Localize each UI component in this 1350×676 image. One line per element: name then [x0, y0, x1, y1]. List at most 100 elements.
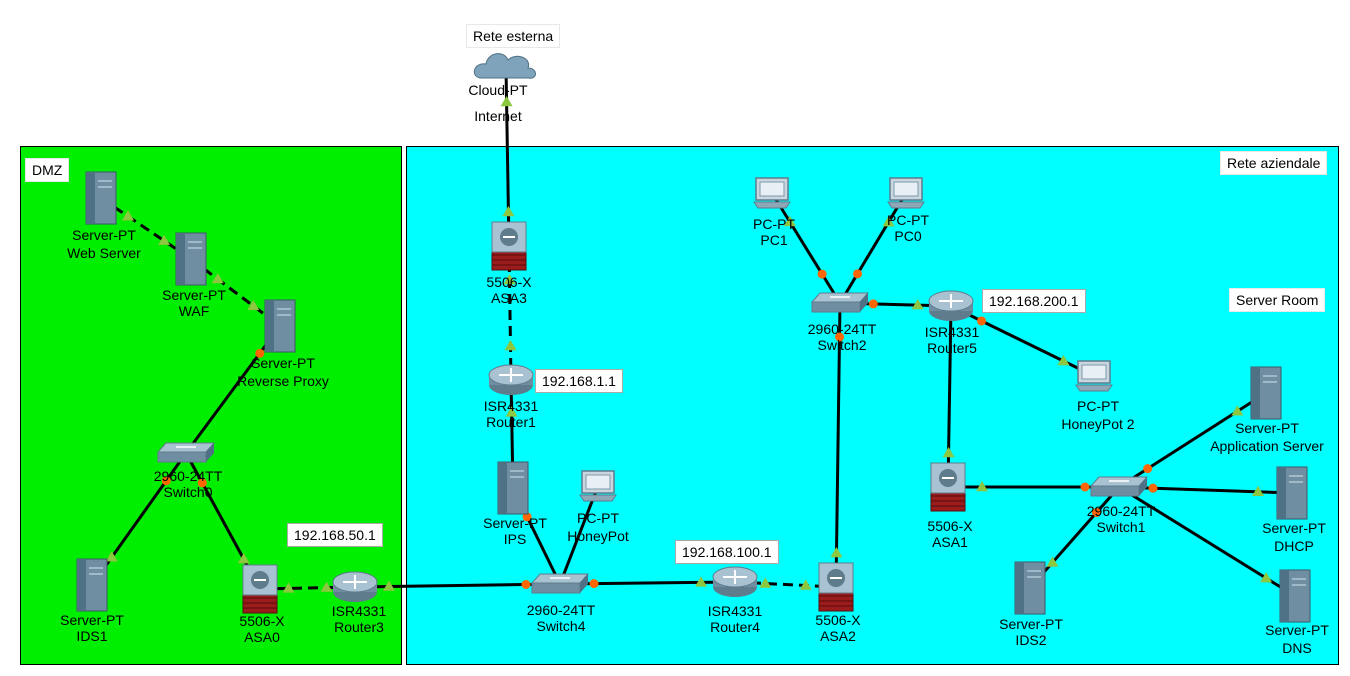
pc-icon — [753, 177, 791, 209]
cable-switch0-ids1 — [90, 452, 188, 586]
link-light-asa2-switch2-b — [835, 332, 845, 342]
cable-asa2-switch2 — [834, 302, 842, 588]
link-light-switch4-router4-a — [589, 579, 599, 589]
server-icon — [175, 232, 207, 286]
router1-ip-label[interactable]: 192.168.1.1 — [535, 369, 623, 393]
device-model: Server-PT — [60, 612, 124, 628]
link-light-router1-ips-a — [505, 406, 518, 417]
link-light-waf-proxy-b — [247, 299, 260, 311]
link-light-switch1-appserver-a — [1143, 464, 1153, 474]
server-icon — [1250, 366, 1282, 420]
switch-icon — [810, 292, 870, 313]
dmz-zone-label[interactable]: DMZ — [25, 158, 70, 182]
router-icon — [332, 571, 378, 602]
cable-pc1-switch2 — [770, 192, 842, 304]
link-light-router5-honeypot2-b — [1057, 355, 1070, 366]
link-light-switch0-asa0-a — [197, 478, 207, 488]
device-model: Server-PT — [999, 616, 1063, 632]
device-name: HoneyPot 2 — [1061, 416, 1135, 432]
link-light-switch0-ids1-a — [161, 476, 171, 486]
device-model: 5506-X — [486, 274, 532, 290]
server-room-label[interactable]: Server Room — [1229, 288, 1326, 312]
device-model: 2960-24TT — [526, 602, 596, 618]
device-icons-layer — [76, 53, 1311, 623]
device-model: Server-PT — [251, 355, 315, 371]
device-model: 2960-24TT — [153, 468, 223, 484]
link-light-internet-asa3-b — [502, 206, 515, 217]
link-light-router4-asa2-b — [799, 579, 812, 590]
cable-switch4-router4 — [559, 580, 736, 586]
cable-router5-honeypot2 — [950, 304, 1095, 378]
link-light-router3-switch4-b — [521, 579, 531, 589]
device-name: PC1 — [760, 232, 788, 248]
server-icon — [85, 171, 117, 225]
device-name: WAF — [178, 303, 210, 319]
corporate-zone-label[interactable]: Rete aziendale — [1220, 151, 1328, 175]
firewall-icon — [930, 462, 966, 512]
link-light-switch4-router4-b — [695, 576, 708, 587]
cable-honeypot-switch4 — [558, 485, 600, 585]
device-label-internet[interactable]: Cloud-PT Internet — [468, 82, 527, 124]
link-light-ips-switch4-a — [522, 512, 532, 522]
device-name: Switch2 — [817, 337, 867, 353]
cable-switch1-appserver — [1118, 391, 1267, 489]
device-model: 5506-X — [815, 612, 861, 628]
device-name: Switch0 — [163, 484, 213, 500]
router4-ip-label[interactable]: 192.168.100.1 — [675, 540, 779, 564]
router-icon — [712, 566, 758, 597]
device-model: ISR4331 — [707, 603, 763, 619]
link-lights-layer — [105, 95, 1273, 593]
server-icon — [76, 558, 108, 612]
link-light-switch1-appserver-b — [1231, 405, 1244, 416]
link-light-switch1-dns-b — [1260, 572, 1273, 583]
external-network-label[interactable]: Rete esterna — [466, 24, 561, 48]
link-light-asa0-router3-b — [320, 581, 333, 592]
device-model: ISR4331 — [924, 324, 980, 340]
link-light-asa2-switch2-a — [830, 547, 843, 558]
router-icon — [488, 364, 534, 395]
link-light-proxy-switch0-a — [255, 348, 265, 358]
device-model: ISR4331 — [483, 398, 539, 414]
device-name: DHCP — [1274, 538, 1314, 554]
link-light-pc0-switch2-a — [882, 216, 895, 227]
device-model: PC-PT — [753, 216, 795, 232]
device-name: Switch4 — [536, 618, 586, 634]
device-name: Internet — [474, 108, 522, 124]
device-model: 2960-24TT — [1086, 503, 1156, 519]
link-light-internet-asa3-a — [500, 95, 513, 107]
router3-ip-label[interactable]: 192.168.50.1 — [287, 523, 383, 547]
link-light-pc0-switch2-b — [852, 269, 862, 279]
link-light-asa1-switch1-b — [1080, 482, 1090, 492]
server-icon — [264, 299, 296, 353]
router5-ip-label[interactable]: 192.168.200.1 — [982, 289, 1086, 313]
device-model: Cloud-PT — [468, 82, 528, 98]
link-light-router5-asa1-b — [942, 447, 955, 458]
pc-icon — [1075, 360, 1113, 392]
